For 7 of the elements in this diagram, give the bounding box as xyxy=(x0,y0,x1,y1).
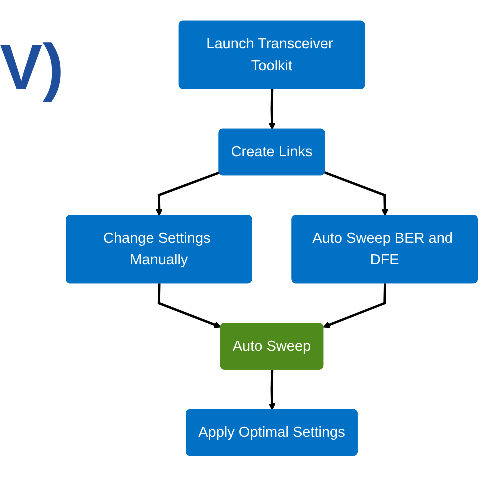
arrow xyxy=(268,89,276,130)
arrow xyxy=(268,370,276,411)
arrow xyxy=(156,172,220,216)
arrow xyxy=(158,284,222,328)
title-fragment: V) xyxy=(0,30,64,104)
arrow xyxy=(324,172,389,216)
arrow xyxy=(323,284,386,328)
